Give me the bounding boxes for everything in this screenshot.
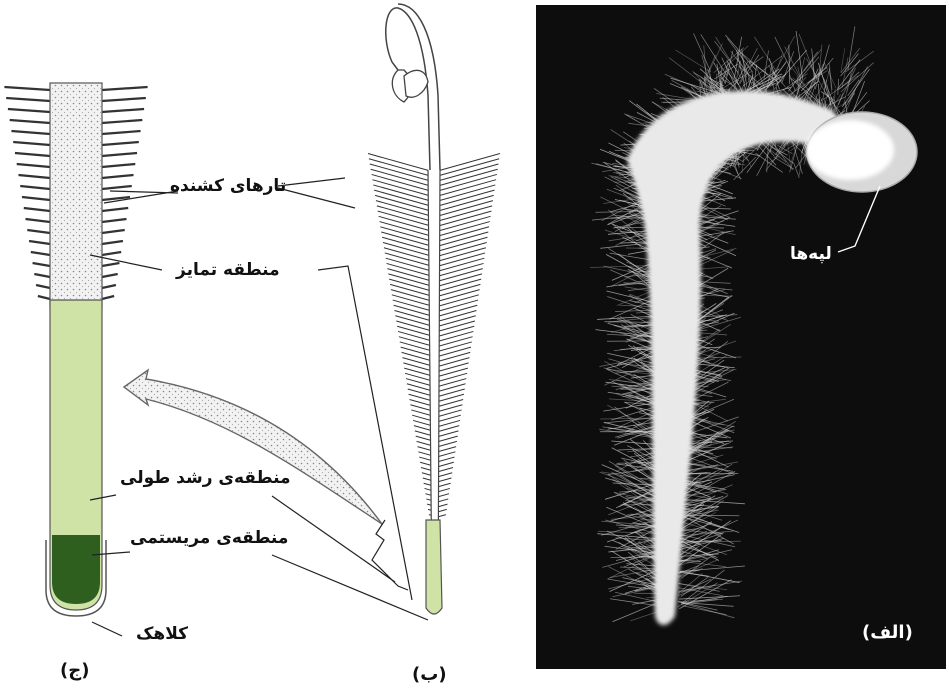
seedling-drawing: [368, 4, 500, 614]
label-maturation-zone: منطقه تمایز: [176, 262, 280, 279]
root-tip-section: [4, 83, 147, 616]
label-root-hairs: تارهای کشنده: [170, 178, 286, 195]
caption-a: (الف): [862, 624, 913, 642]
caption-c: (ج): [60, 662, 89, 680]
label-elongation-zone: منطقه‌ی رشد طولی: [120, 470, 291, 487]
caption-b: (ب): [412, 666, 447, 684]
meristem-zone-shape: [52, 535, 100, 604]
label-root-cap: کلاهک: [136, 626, 188, 643]
label-meristem-zone: منطقه‌ی مریستمی: [130, 530, 288, 547]
label-cotyledons: لپه‌ها: [790, 246, 832, 263]
maturation-zone-shape: [50, 83, 102, 308]
seedling-photo: [536, 5, 946, 669]
leader-lines: [90, 178, 428, 636]
magnify-arrow: [124, 370, 382, 524]
cotyledon-highlight: [806, 120, 894, 180]
seedling-tip-shape: [426, 520, 442, 614]
